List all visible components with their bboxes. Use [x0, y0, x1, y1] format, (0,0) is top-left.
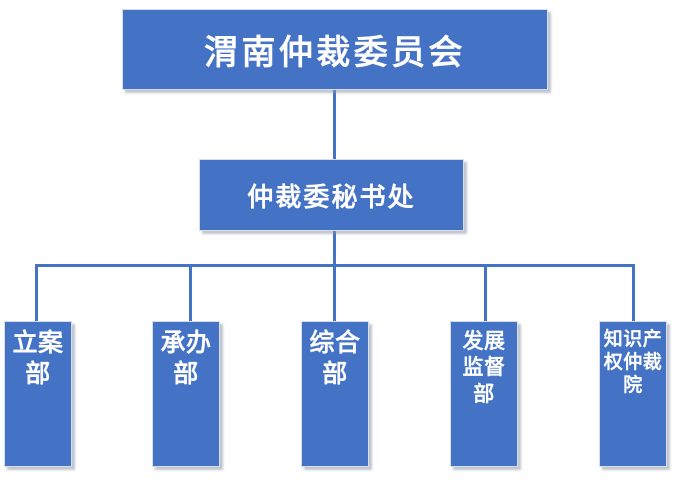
org-node-general[interactable]: 综合部	[301, 321, 369, 467]
org-node-supervision[interactable]: 发展监督部	[450, 321, 518, 467]
org-node-ip-label: 知识产权仲裁院	[603, 328, 663, 397]
org-node-filing-label: 立案部	[12, 328, 64, 388]
org-node-supervision-label: 发展监督部	[462, 329, 506, 406]
connector-bus-to-filing	[35, 264, 38, 322]
connector-secretariat-to-bus	[333, 229, 336, 267]
connector-bus-to-supervision	[484, 264, 487, 322]
org-node-general-label: 综合部	[309, 328, 361, 388]
org-node-secretariat[interactable]: 仲裁委秘书处	[199, 159, 464, 231]
org-node-ip[interactable]: 知识产权仲裁院	[599, 321, 667, 467]
org-node-handling-label: 承办部	[160, 328, 212, 388]
connector-bus-to-handling	[189, 264, 192, 322]
org-node-root[interactable]: 渭南仲裁委员会	[122, 9, 548, 90]
org-node-handling[interactable]: 承办部	[152, 321, 220, 467]
org-node-filing[interactable]: 立案部	[4, 321, 72, 467]
connector-bus-to-general	[333, 264, 336, 322]
connector-bus-to-ip	[632, 264, 635, 322]
connector-root-to-secretariat	[333, 88, 336, 161]
